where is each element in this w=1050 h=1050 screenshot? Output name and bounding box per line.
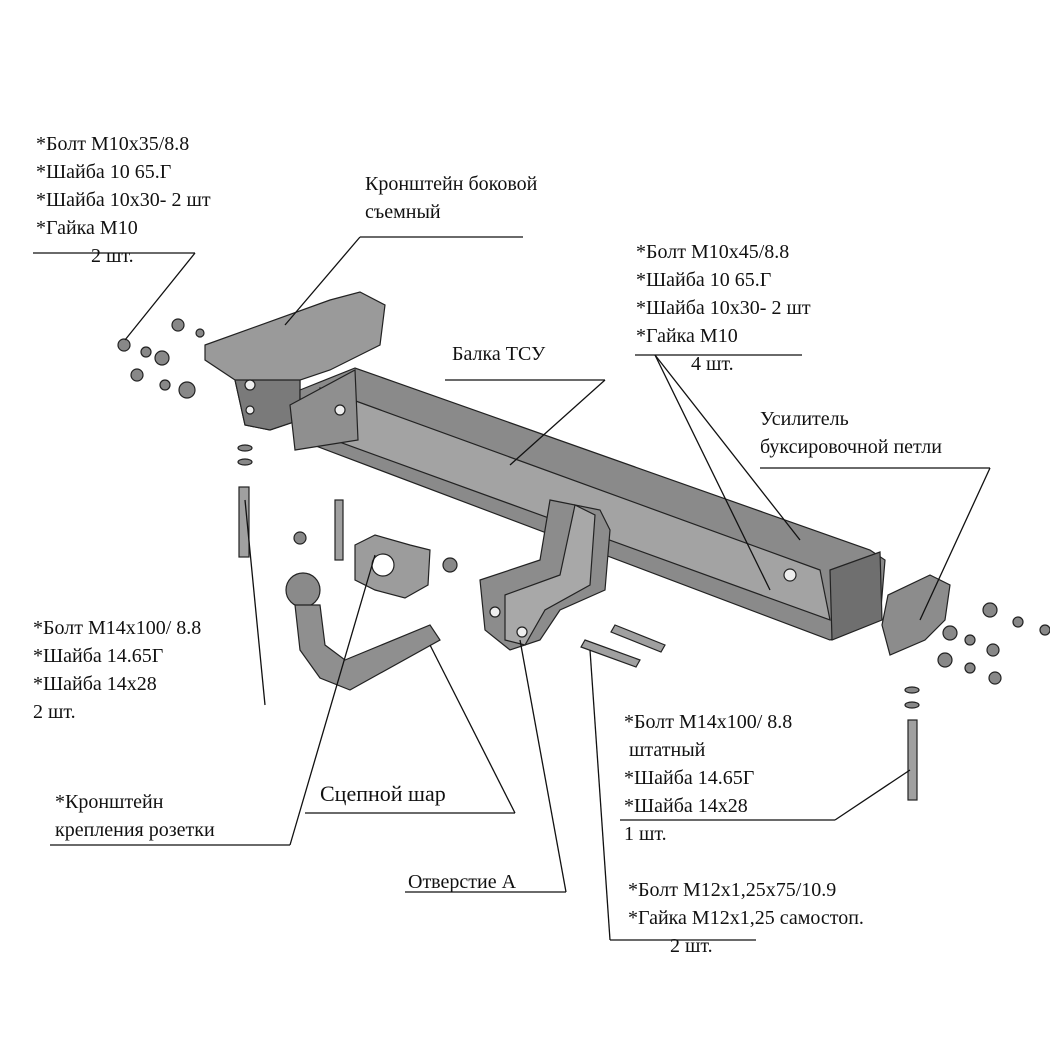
text-line: *Кронштейн (55, 791, 164, 813)
beam-part (289, 367, 886, 641)
text-line: *Шайба 10 65.Г (636, 269, 772, 291)
mount-plate-part (479, 499, 611, 651)
label-bolt-m12: *Болт М12x1,25x75/10.9 *Гайка М12x1,25 с… (628, 876, 864, 960)
label-side-bracket: Кронштейн боковой съемный (365, 170, 537, 226)
text-line: *Шайба 14x28 (624, 795, 748, 817)
label-beam-fasteners: *Болт М10x45/8.8 *Шайба 10 65.Г *Шайба 1… (636, 238, 811, 378)
text-line: *Шайба 14x28 (33, 673, 157, 695)
bolts (238, 486, 918, 801)
qty-text: 2 шт. (670, 935, 713, 957)
side-bracket-part (204, 291, 386, 431)
text-line: 1 шт. (624, 823, 667, 845)
text-line: съемный (365, 201, 441, 223)
text-line: *Болт М14x100/ 8.8 (624, 711, 793, 733)
text-line: *Болт М10x35/8.8 (36, 133, 190, 155)
text-line: штатный (624, 739, 706, 761)
text-line: Усилитель (760, 408, 849, 430)
socket-bracket-part (354, 534, 431, 599)
label-bolt-m14-left: *Болт М14x100/ 8.8 *Шайба 14.65Г *Шайба … (33, 614, 201, 726)
text-line: Отверстие А (408, 871, 517, 893)
text-line: Сцепной шар (320, 781, 446, 806)
text-line: *Шайба 10x30- 2 шт (636, 297, 811, 319)
text-line: буксировочной петли (760, 436, 942, 458)
text-line: *Гайка М10 (36, 217, 138, 239)
text-line: *Болт М12x1,25x75/10.9 (628, 879, 837, 901)
text-line: *Болт М14x100/ 8.8 (33, 617, 202, 639)
text-line: Балка ТСУ (452, 343, 546, 365)
qty-text: 4 шт. (691, 353, 734, 375)
label-bracket-fasteners: *Болт М10x35/8.8 *Шайба 10 65.Г *Шайба 1… (36, 130, 211, 270)
text-line: *Шайба 10x30- 2 шт (36, 189, 211, 211)
label-reinforcement: Усилитель буксировочной петли (760, 405, 942, 461)
label-beam: Балка ТСУ (452, 340, 545, 368)
text-line: *Болт М10x45/8.8 (636, 241, 790, 263)
tow-ball-part (285, 572, 441, 691)
text-line: *Шайба 10 65.Г (36, 161, 172, 183)
text-line: *Гайка М10 (636, 325, 738, 347)
label-bolt-m14-right: *Болт М14x100/ 8.8 штатный *Шайба 14.65Г… (624, 708, 792, 848)
leader-lines (33, 236, 991, 941)
text-line: *Гайка М12x1,25 самостоп. (628, 907, 864, 929)
text-line: *Шайба 14.65Г (33, 645, 164, 667)
text-line: 2 шт. (33, 701, 76, 723)
text-line: *Шайба 14.65Г (624, 767, 755, 789)
text-line: Кронштейн боковой (365, 173, 538, 195)
label-socket-bracket: *Кронштейн крепления розетки (55, 788, 215, 844)
reinforcement-part (881, 574, 951, 656)
label-tow-ball: Сцепной шар (320, 780, 446, 808)
qty-text: 2 шт. (91, 245, 134, 267)
label-hole-a: Отверстие А (408, 868, 516, 896)
text-line: крепления розетки (55, 819, 215, 841)
washers (117, 318, 1050, 709)
